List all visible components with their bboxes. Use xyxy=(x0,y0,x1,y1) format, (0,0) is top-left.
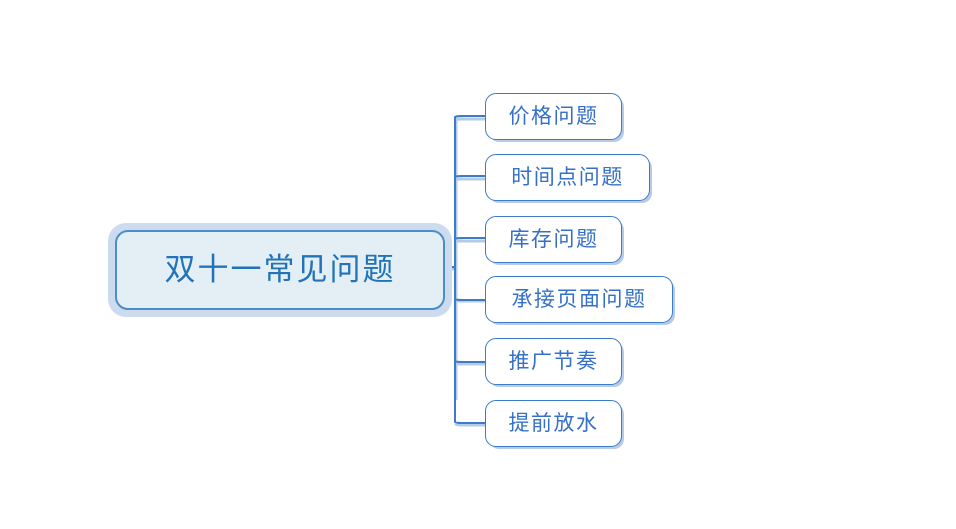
connector-to-child-1 xyxy=(454,115,485,118)
root-node[interactable]: 双十一常见问题 xyxy=(108,223,452,317)
child-node-2[interactable]: 时间点问题 xyxy=(485,154,650,201)
root-node-label: 双十一常见问题 xyxy=(164,251,396,288)
child-node-3[interactable]: 库存问题 xyxy=(485,216,622,263)
child-node-label: 价格问题 xyxy=(508,104,599,128)
child-node-label: 时间点问题 xyxy=(511,165,624,189)
child-node-label: 库存问题 xyxy=(508,227,599,251)
child-node-label: 推广节奏 xyxy=(508,349,599,373)
child-node-4[interactable]: 承接页面问题 xyxy=(485,276,673,323)
connector-to-child-5 xyxy=(454,360,485,363)
child-node-5[interactable]: 推广节奏 xyxy=(485,338,622,385)
connector-to-child-2 xyxy=(454,175,485,178)
child-node-1[interactable]: 价格问题 xyxy=(485,93,622,140)
child-node-label: 提前放水 xyxy=(508,411,599,435)
root-node-inner: 双十一常见问题 xyxy=(115,230,445,310)
child-node-label: 承接页面问题 xyxy=(511,287,647,311)
connector-to-child-3 xyxy=(454,237,485,240)
child-node-6[interactable]: 提前放水 xyxy=(485,400,622,447)
connector-to-child-6 xyxy=(454,421,485,424)
connector-to-child-4 xyxy=(454,298,485,301)
